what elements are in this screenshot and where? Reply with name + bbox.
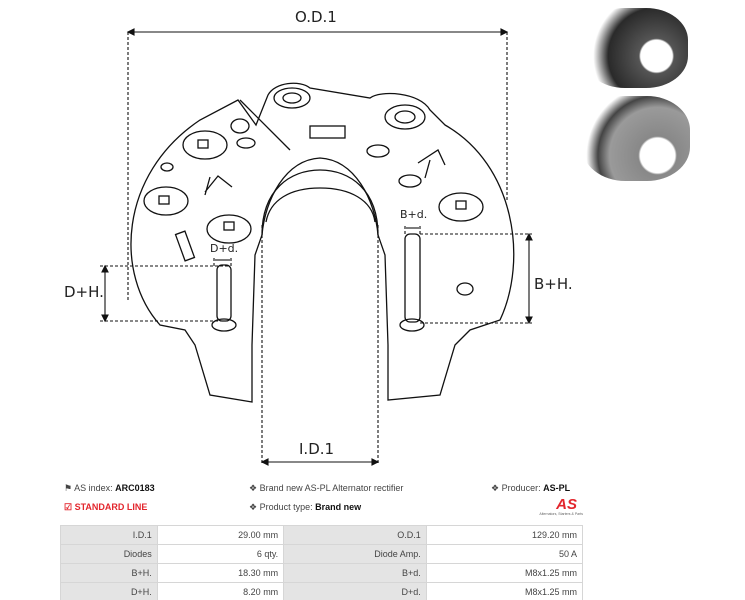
info-icon: ❖ <box>249 483 258 493</box>
bd-dimension-label: B+d. <box>400 208 428 221</box>
hole-rim <box>261 169 379 236</box>
product-description: ❖ Brand new AS-PL Alternator rectifier <box>249 483 404 493</box>
terminal-ring <box>384 104 426 130</box>
bh-dimension-label: B+H. <box>534 275 573 293</box>
rectifier-outline <box>130 82 515 403</box>
od-dimension-label: O.D.1 <box>295 8 337 26</box>
producer: ❖ Producer: AS-PL <box>491 483 571 493</box>
as-pl-logo: AS Alternators, Starters & Parts <box>539 496 583 516</box>
id-dimension-label: I.D.1 <box>299 440 335 458</box>
rectifier-technical-drawing <box>100 28 533 466</box>
dd-dimension-label: D+d. <box>210 242 239 255</box>
hole-inner-rim <box>265 187 376 223</box>
dh-dimension-label: D+H. <box>64 283 104 301</box>
checkbox-icon: ☑ <box>64 502 73 512</box>
as-index: ⚑ AS index: ARC0183 <box>64 483 155 493</box>
product-photo-bottom[interactable] <box>582 96 690 181</box>
info-icon: ❖ <box>249 502 258 512</box>
product-photo-top[interactable] <box>583 8 688 88</box>
d-screw <box>216 264 232 322</box>
product-type: ❖ Product type: Brand new <box>249 502 362 512</box>
tag-icon: ⚑ <box>64 483 73 493</box>
standard-line-badge: ☑ STANDARD LINE <box>64 502 148 512</box>
b-screw <box>404 233 421 323</box>
info-icon: ❖ <box>491 483 500 493</box>
terminal-ring <box>273 87 311 109</box>
